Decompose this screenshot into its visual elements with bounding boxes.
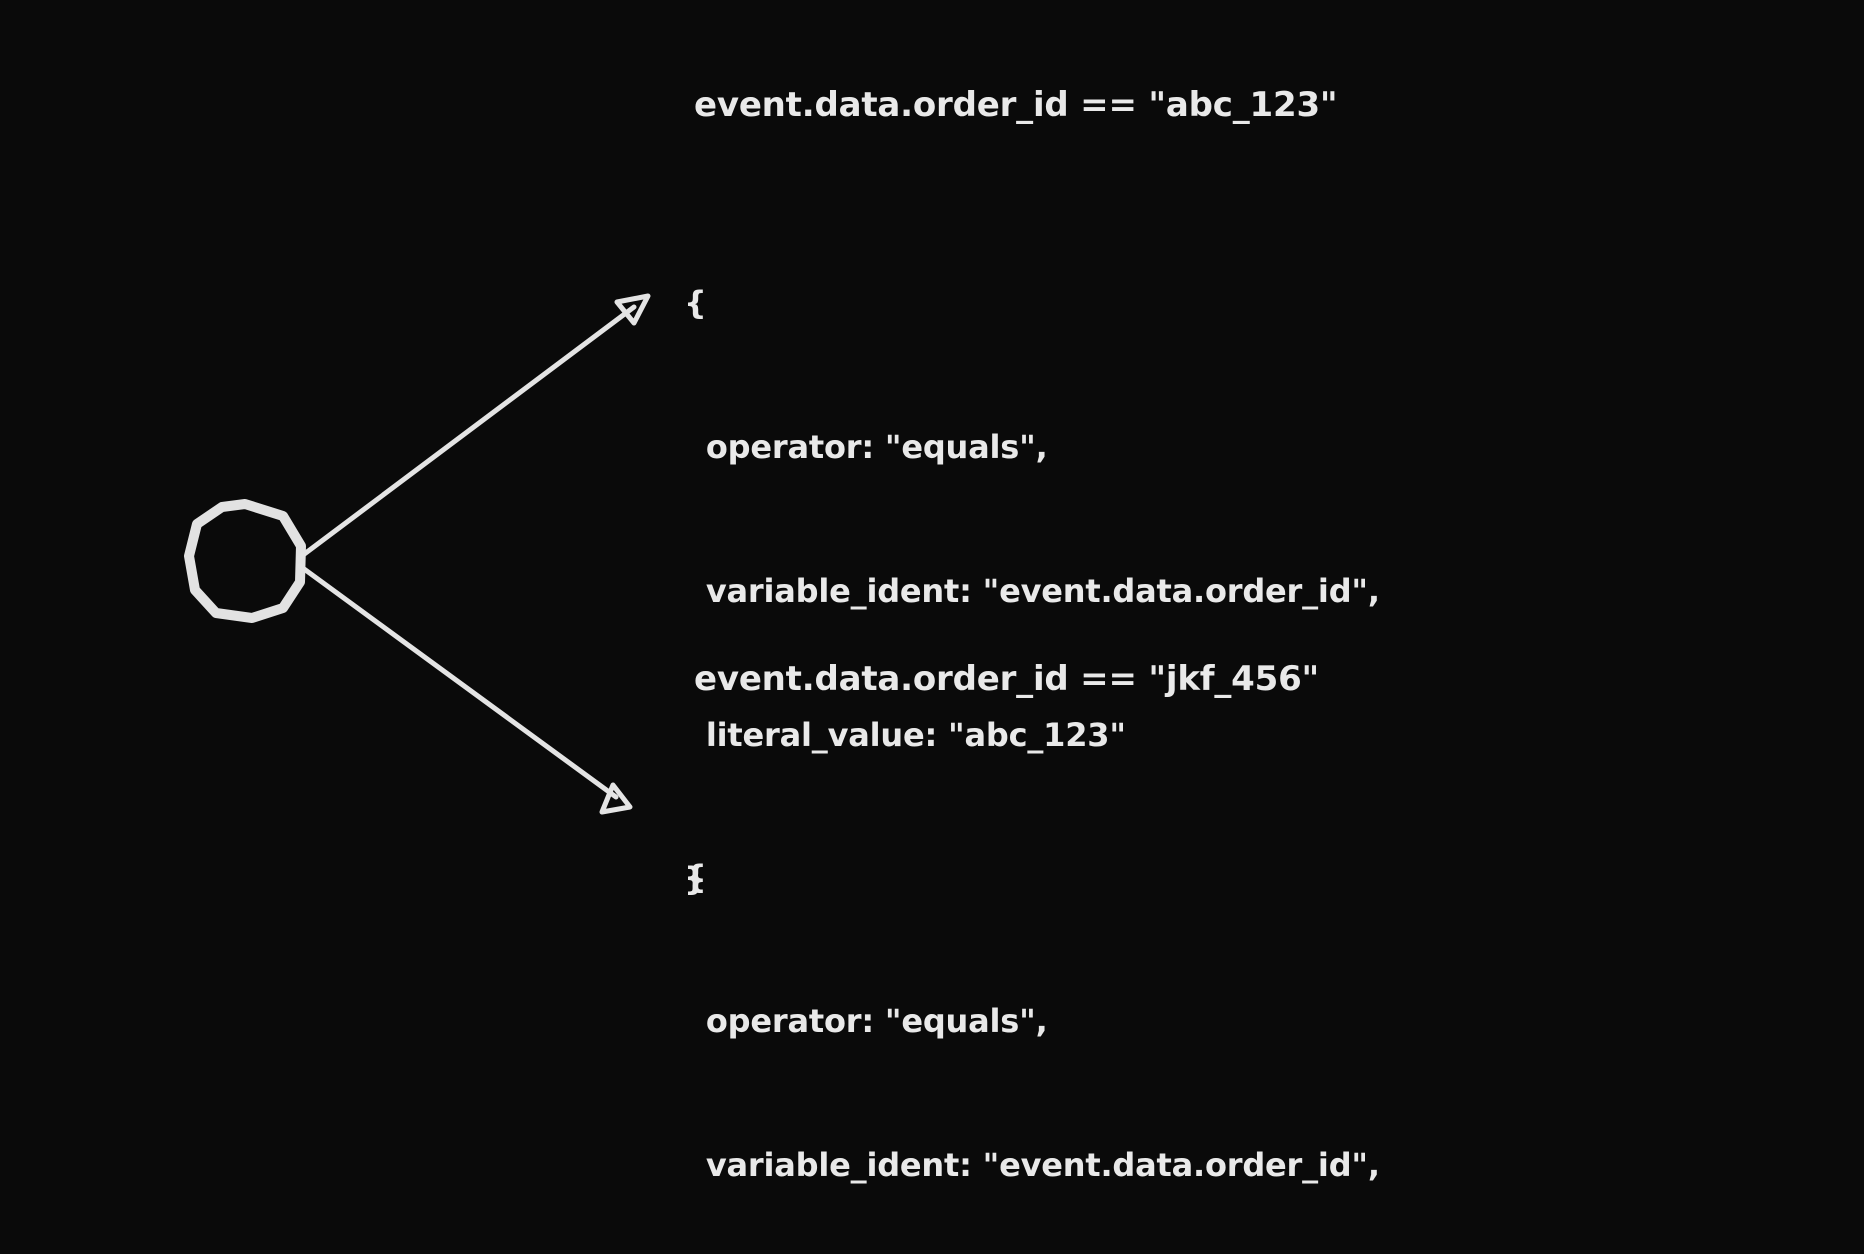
branch-2-code-block: { operator: "equals", variable_ident: "e… bbox=[684, 757, 1380, 1254]
decision-node-outline bbox=[184, 499, 306, 623]
arrow-branch-2-head bbox=[599, 782, 633, 815]
arrow-branch-2[interactable] bbox=[297, 563, 633, 815]
branch-1-label: event.data.order_id == "abc_123" bbox=[694, 85, 1338, 125]
branch-2-label: event.data.order_id == "jkf_456" bbox=[694, 659, 1320, 699]
code-line: operator: "equals", bbox=[684, 1002, 1048, 1040]
code-line: variable_ident: "event.data.order_id", bbox=[684, 1146, 1380, 1184]
decision-node[interactable] bbox=[184, 499, 306, 623]
code-line: { bbox=[684, 284, 707, 322]
arrow-branch-1[interactable] bbox=[296, 293, 651, 561]
arrow-branch-1-shaft bbox=[296, 304, 637, 561]
code-line: { bbox=[684, 858, 707, 896]
code-line: literal_value: "abc_123" bbox=[684, 716, 1126, 754]
arrow-branch-2-shaft bbox=[297, 563, 619, 800]
branch-1-code-block: { operator: "equals", variable_ident: "e… bbox=[684, 183, 1380, 999]
code-line: operator: "equals", bbox=[684, 428, 1048, 466]
arrow-branch-1-head bbox=[614, 293, 651, 326]
code-line: } bbox=[684, 860, 707, 898]
code-line: variable_ident: "event.data.order_id", bbox=[684, 572, 1380, 610]
